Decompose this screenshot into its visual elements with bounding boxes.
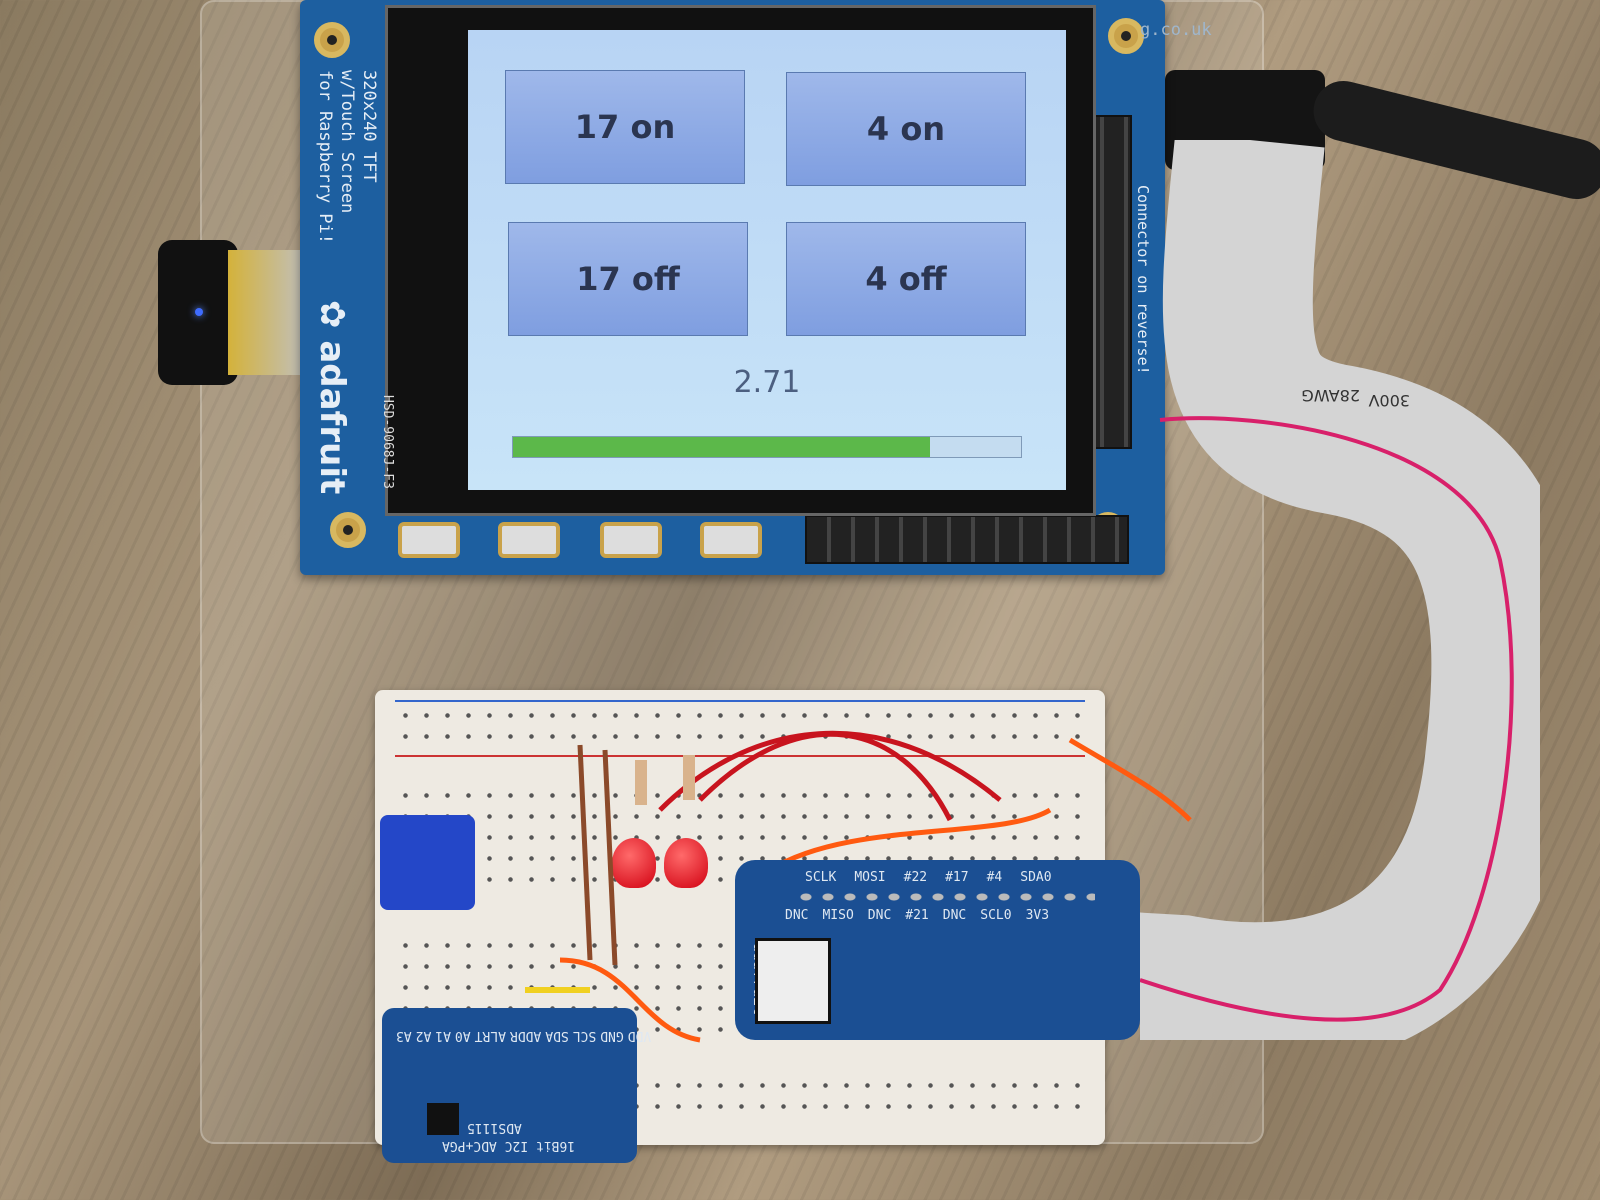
ribbon-marking: 28AWG bbox=[1301, 386, 1360, 405]
pin-label: #21 bbox=[905, 908, 929, 923]
button-label: 17 on bbox=[574, 108, 676, 146]
pin-label: DNC bbox=[942, 908, 967, 923]
adc-description: 16Bit I2C ADC+PGA bbox=[442, 1138, 576, 1153]
pin-label: #17 bbox=[945, 870, 969, 885]
pin-label: ADDR bbox=[509, 1028, 542, 1043]
pin-label: VDD bbox=[627, 1028, 652, 1043]
adc-pin-labels: VDD GND SCL SDA ADDR ALRT A0 A1 A2 A3 bbox=[396, 1028, 651, 1043]
dongle-status-led bbox=[195, 308, 203, 316]
resistor bbox=[635, 760, 647, 805]
pin-label: SCL bbox=[572, 1028, 597, 1043]
pin-label: SDA0 bbox=[1020, 870, 1052, 885]
pin-label: SDA bbox=[545, 1028, 569, 1043]
ribbon-red-stripe bbox=[1140, 416, 1514, 1022]
gpio4-off-button[interactable]: 4 off bbox=[786, 222, 1026, 336]
tft-touchscreen: 17 on 4 on 17 off 4 off 2.71 bbox=[468, 30, 1066, 490]
pcb-text-line: w/Touch Screen bbox=[337, 70, 357, 214]
pcb-url: g.co.uk bbox=[1140, 20, 1212, 40]
potentiometer[interactable] bbox=[380, 815, 475, 910]
cobbler-bottom-labels: DNC MISO DNC #21 DNC SCL0 3V3 bbox=[785, 908, 1049, 923]
pcb-text-line: for Raspberry Pi! bbox=[315, 70, 335, 244]
usb-connector bbox=[228, 250, 308, 375]
cobbler-top-labels: SCLK MOSI #22 #17 #4 SDA0 bbox=[805, 870, 1052, 885]
gpio4-on-button[interactable]: 4 on bbox=[786, 72, 1026, 186]
pin-label: #22 bbox=[903, 870, 928, 885]
power-rail-top bbox=[395, 705, 1085, 747]
voltage-progress-bar bbox=[512, 436, 1022, 458]
rail-line-blue bbox=[395, 700, 1085, 702]
mounting-hole bbox=[330, 512, 366, 548]
pin-label: A3 bbox=[396, 1028, 412, 1043]
resistor bbox=[683, 755, 695, 800]
tactile-button-3[interactable] bbox=[600, 522, 662, 558]
ribbon-socket bbox=[755, 938, 831, 1024]
adc-chip-label: ADS1115 bbox=[467, 1120, 522, 1135]
pcb-text-line: 320x240 TFT bbox=[359, 70, 379, 183]
pin-label: MISO bbox=[822, 908, 854, 923]
mounting-hole bbox=[314, 22, 350, 58]
pcb-description: 320x240 TFT w/Touch Screen for Raspberry… bbox=[314, 70, 380, 244]
button-label: 4 off bbox=[865, 260, 947, 298]
gpio17-off-button[interactable]: 17 off bbox=[508, 222, 748, 336]
connector-note: Connector on reverse! bbox=[1134, 185, 1152, 375]
gpio17-on-button[interactable]: 17 on bbox=[505, 70, 745, 184]
cobbler-pins bbox=[795, 890, 1095, 904]
mounting-hole bbox=[1108, 18, 1144, 54]
ribbon-body bbox=[1140, 140, 1540, 1040]
gpio-cobbler-board: SCLK MOSI #22 #17 #4 SDA0 DNC MISO DNC #… bbox=[735, 860, 1140, 1040]
progress-fill bbox=[513, 437, 930, 457]
orange-wire bbox=[559, 957, 701, 1043]
voltage-reading: 2.71 bbox=[733, 365, 801, 400]
pin-label: 3V3 bbox=[1025, 908, 1050, 923]
red-led bbox=[664, 838, 708, 888]
adc-chip bbox=[427, 1103, 459, 1135]
brown-wire bbox=[602, 749, 618, 966]
red-wire bbox=[658, 730, 1002, 812]
pin-label: DNC bbox=[867, 908, 892, 923]
pin-label: SCLK bbox=[805, 870, 837, 885]
pin-label: DNC bbox=[785, 908, 809, 923]
red-led bbox=[612, 838, 656, 888]
pin-label: A0 bbox=[454, 1028, 471, 1043]
orange-wire bbox=[1068, 737, 1192, 822]
orange-wire bbox=[768, 807, 1052, 873]
tactile-button-1[interactable] bbox=[398, 522, 460, 558]
ads1115-adc-board: VDD GND SCL SDA ADDR ALRT A0 A1 A2 A3 AD… bbox=[382, 1008, 651, 1163]
button-label: 4 on bbox=[866, 110, 946, 148]
pin-label: #4 bbox=[986, 870, 1003, 885]
tactile-button-2[interactable] bbox=[498, 522, 560, 558]
brown-wire bbox=[577, 744, 593, 961]
pin-label: A2 bbox=[415, 1028, 432, 1043]
tactile-button-4[interactable] bbox=[700, 522, 762, 558]
bottom-header-pins bbox=[805, 515, 1129, 564]
pin-label: GND bbox=[600, 1028, 624, 1043]
ribbon-marking: 300V bbox=[1368, 391, 1410, 410]
gpio-ribbon-cable: 28AWG 300V bbox=[1140, 140, 1540, 1040]
button-label: 17 off bbox=[576, 260, 680, 298]
pin-label: MOSI bbox=[854, 870, 886, 885]
pin-label: SCL0 bbox=[980, 908, 1012, 923]
pin-label: ALRT bbox=[474, 1028, 506, 1043]
pin-label: A1 bbox=[435, 1028, 451, 1043]
red-wire bbox=[698, 731, 953, 822]
